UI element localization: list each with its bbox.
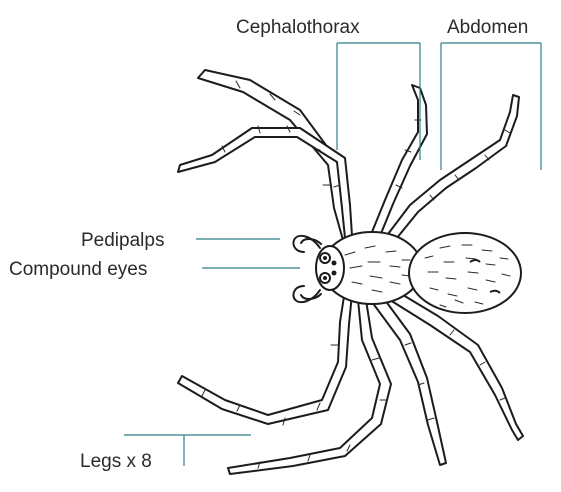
eye-4 <box>332 271 337 276</box>
label-legs: Legs x 8 <box>80 451 152 472</box>
leg-6 <box>228 300 391 474</box>
leg-3 <box>372 85 427 236</box>
label-pedipalps: Pedipalps <box>81 230 164 251</box>
leg-8 <box>390 292 523 440</box>
eye-5 <box>323 256 327 260</box>
spider-illustration <box>178 70 523 474</box>
leader-cephalothorax <box>337 43 420 160</box>
pedipalp-upper-inner <box>301 239 321 244</box>
pedipalp-lower-inner <box>301 294 321 299</box>
label-cephalothorax: Cephalothorax <box>236 17 360 38</box>
label-abdomen: Abdomen <box>447 17 528 38</box>
eye-3 <box>332 261 337 266</box>
leg-2 <box>178 128 352 238</box>
spider-head <box>316 246 344 290</box>
label-compound-eyes: Compound eyes <box>9 259 147 280</box>
leg-5 <box>178 290 352 424</box>
eye-6 <box>323 276 327 280</box>
